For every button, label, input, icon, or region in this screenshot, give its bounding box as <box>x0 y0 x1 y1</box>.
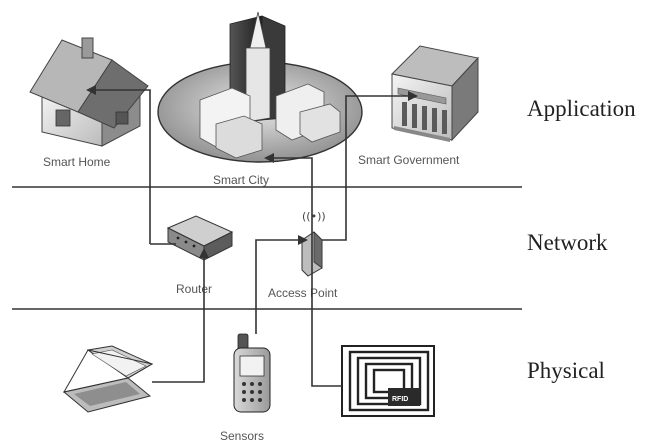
svg-text:((•)): ((•)) <box>302 210 326 223</box>
node-label-sensors: Sensors <box>220 429 264 443</box>
rfid-tag-label: RFID <box>392 396 408 403</box>
access-point-icon: ((•)) <box>301 210 326 277</box>
layer-label-network: Network <box>527 230 608 255</box>
arrowhead-smart-home <box>86 85 96 95</box>
layer-label-application: Application <box>527 96 636 121</box>
arrowhead-smart-city <box>264 153 274 163</box>
house-icon <box>29 37 149 147</box>
node-label-smart-home: Smart Home <box>43 155 111 169</box>
rfid-tag-icon: RFID <box>341 345 435 417</box>
city-buildings-icon <box>157 11 363 163</box>
node-label-smart-city: Smart City <box>213 173 269 187</box>
arrowhead-smart-government <box>408 91 418 101</box>
layer-label-physical: Physical <box>527 358 605 383</box>
link-router-smart-home <box>92 89 151 244</box>
arrowhead-router <box>199 248 209 258</box>
laptop-icon <box>62 345 154 413</box>
node-label-smart-government: Smart Government <box>358 153 460 167</box>
mobile-sensor-icon <box>233 333 271 413</box>
link-access-point-smart-government <box>322 95 412 241</box>
arrowhead-access-point-left <box>298 235 308 245</box>
node-label-router: Router <box>176 282 212 296</box>
link-rfid-access-point-smart-city <box>270 157 342 387</box>
government-building-icon <box>390 45 479 142</box>
link-sensors-access-point <box>255 239 302 334</box>
link-laptop-router <box>152 254 205 383</box>
node-label-access-point: Access Point <box>268 286 338 300</box>
router-icon <box>166 215 234 261</box>
